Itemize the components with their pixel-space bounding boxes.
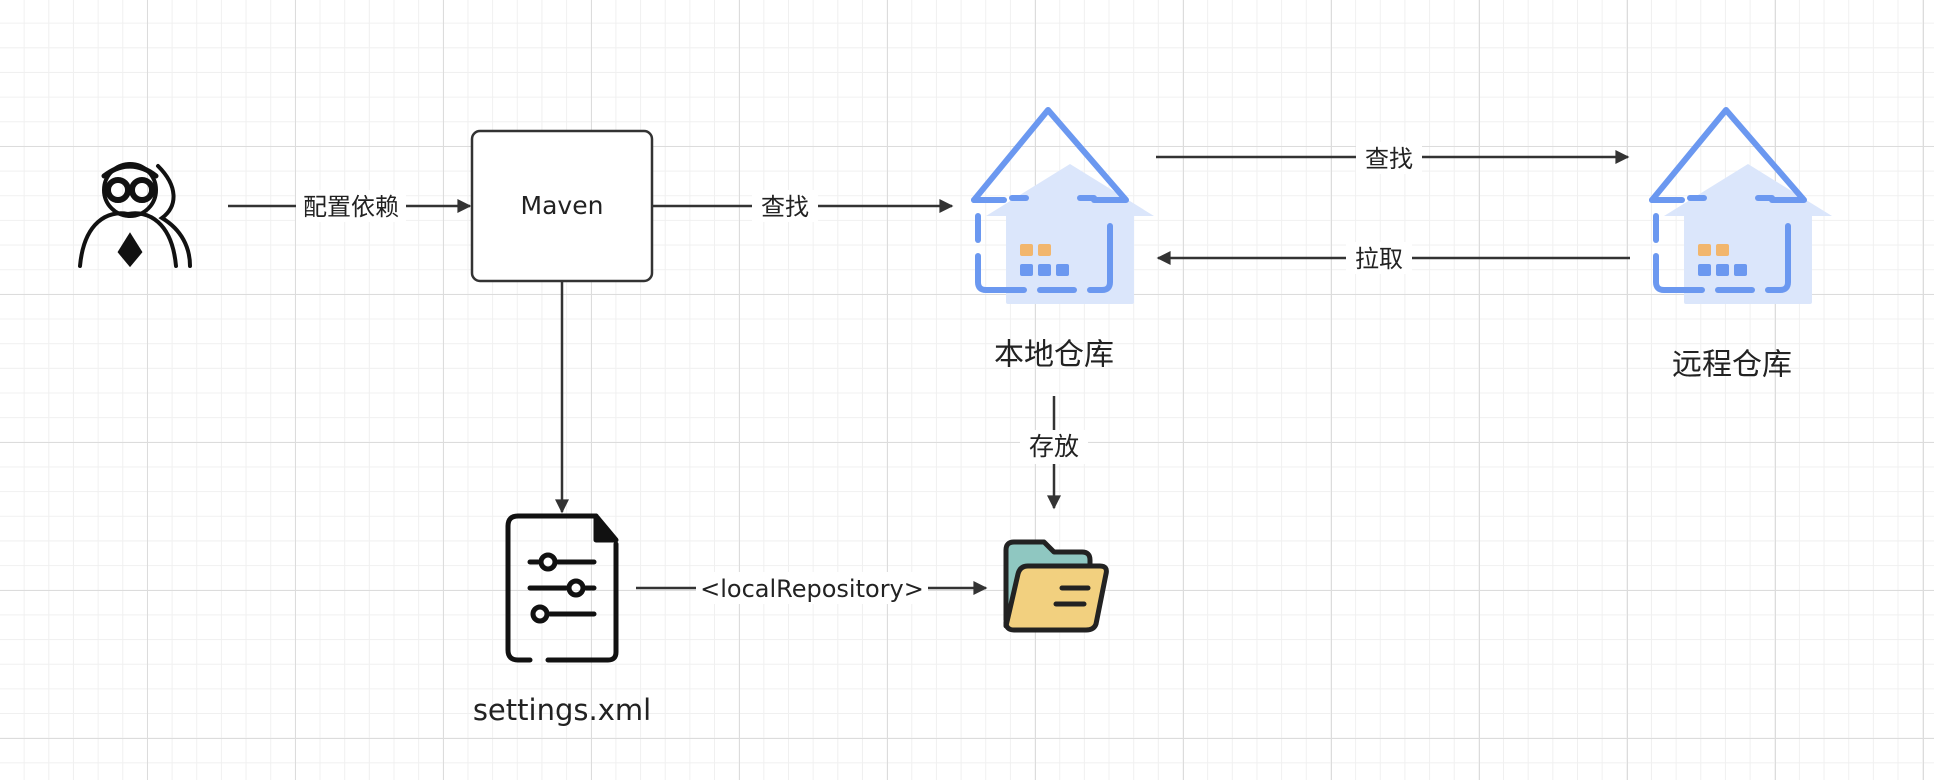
settings-file-icon	[505, 513, 619, 663]
folder-icon	[1003, 539, 1109, 633]
edge-label-remote-lookup: 查找	[1365, 145, 1413, 173]
edge-maven-lookup: 查找	[652, 190, 954, 222]
settings-node[interactable]: settings.xml	[473, 513, 651, 727]
maven-node[interactable]: Maven	[470, 129, 654, 283]
edge-label-store: 存放	[1029, 432, 1079, 461]
local-repo-label: 本地仓库	[994, 338, 1114, 373]
edge-configure-dependency: 配置依赖	[228, 190, 472, 222]
edge-local-repository: <localRepository>	[636, 572, 988, 604]
folder-node[interactable]	[1003, 539, 1109, 633]
edge-label-local-repository: <localRepository>	[700, 575, 924, 603]
settings-label: settings.xml	[473, 693, 651, 727]
edge-label-maven-lookup: 查找	[761, 193, 809, 221]
edge-store: 存放	[1020, 396, 1088, 510]
edge-label-pull: 拉取	[1355, 245, 1403, 273]
edge-label-configure-dependency: 配置依赖	[303, 193, 399, 221]
maven-label: Maven	[521, 191, 604, 220]
house-icon	[1649, 107, 1832, 304]
house-icon	[971, 107, 1154, 304]
developer-icon	[78, 162, 192, 268]
remote-repo-node[interactable]: 远程仓库	[1649, 107, 1832, 383]
edge-remote-lookup: 查找	[1156, 142, 1630, 174]
edge-pull: 拉取	[1156, 242, 1630, 274]
local-repo-node[interactable]: 本地仓库	[971, 107, 1154, 373]
remote-repo-label: 远程仓库	[1672, 348, 1792, 383]
